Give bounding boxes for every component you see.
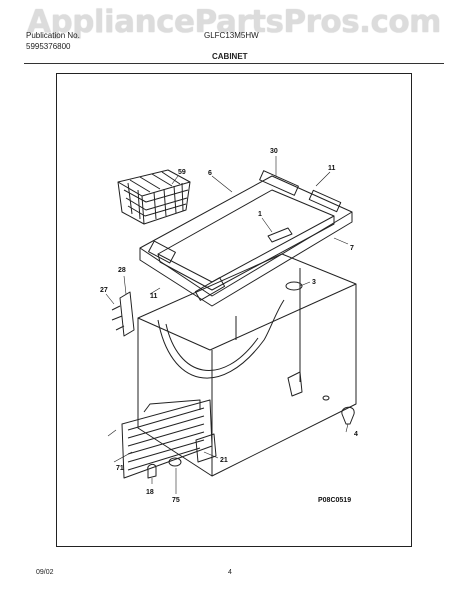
basket-part bbox=[117, 169, 191, 225]
callout-59: 59 bbox=[178, 169, 186, 176]
section-title: CABINET bbox=[212, 52, 248, 61]
callout-4: 4 bbox=[354, 431, 358, 438]
publication-label: Publication No. bbox=[26, 31, 80, 40]
cabinet-body bbox=[137, 253, 357, 477]
callout-6: 6 bbox=[208, 170, 212, 177]
leader-lines bbox=[105, 156, 349, 494]
thermostat-knob-part bbox=[147, 463, 157, 479]
footer-date: 09/02 bbox=[36, 569, 54, 576]
callout-71: 71 bbox=[116, 465, 124, 472]
callout-18: 18 bbox=[146, 489, 154, 496]
callout-30: 30 bbox=[270, 148, 278, 155]
callout-7: 7 bbox=[350, 245, 354, 252]
callout-3: 3 bbox=[312, 279, 316, 286]
watermark: AppliancePartsPros.com bbox=[27, 4, 441, 40]
model-number: GLFC13M5HW bbox=[204, 31, 259, 40]
figure-code: P08C0519 bbox=[318, 497, 351, 504]
callout-28: 28 bbox=[118, 267, 126, 274]
publication-number: 5995376800 bbox=[26, 42, 71, 51]
callout-27: 27 bbox=[100, 287, 108, 294]
callout-1: 1 bbox=[258, 211, 262, 218]
lid-gasket-part bbox=[139, 170, 353, 307]
callout-75: 75 bbox=[172, 497, 180, 504]
grille-part bbox=[121, 399, 217, 479]
leveling-foot-part bbox=[341, 406, 355, 425]
diagram-frame bbox=[56, 73, 412, 547]
footer-page-number: 4 bbox=[228, 569, 232, 576]
callout-21: 21 bbox=[220, 457, 228, 464]
callout-11-top: 11 bbox=[328, 165, 336, 172]
hinge-part bbox=[111, 291, 135, 337]
header-rule bbox=[24, 63, 444, 64]
callout-11-left: 11 bbox=[150, 293, 158, 300]
